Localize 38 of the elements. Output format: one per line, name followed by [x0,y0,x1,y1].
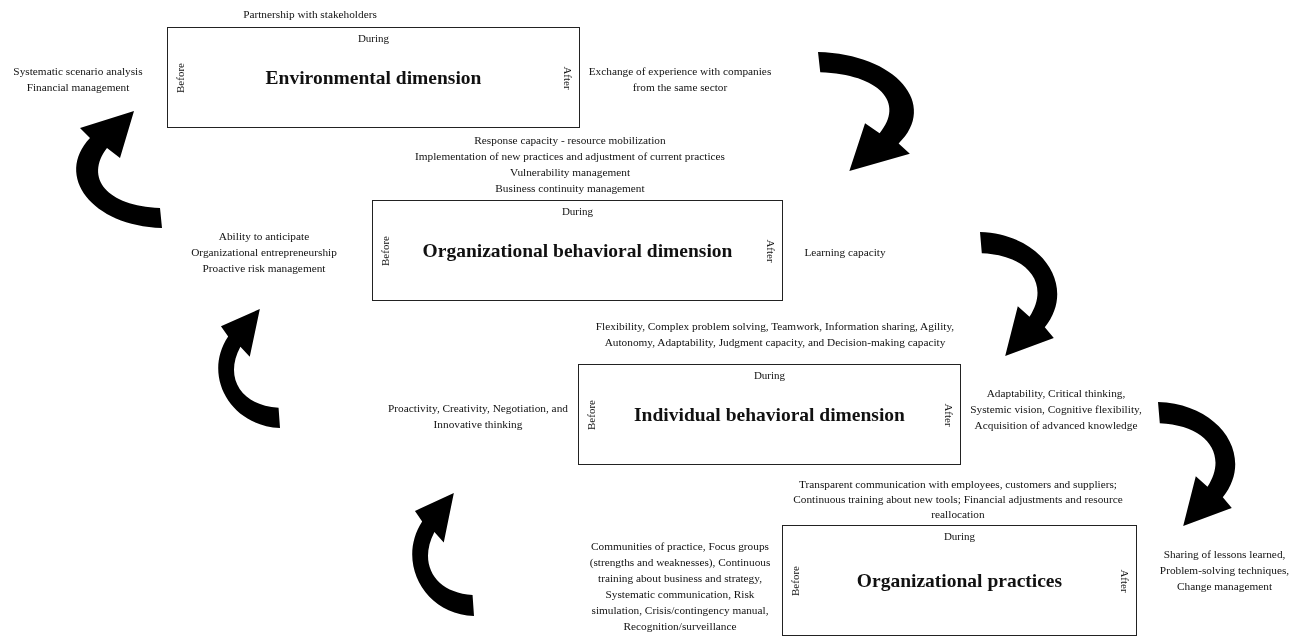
dimension-title: Organizational practices [856,569,1063,592]
capability-text: Ability to anticipate [217,229,311,244]
phase-label: During [943,530,976,542]
phase-label: During [753,369,786,381]
phase-label: During [561,205,594,217]
phase-label: Before [788,565,801,596]
dimension-box [372,200,783,301]
capability-text: Transparent communication with employees, customers and suppliers; Continuous training about new tools; Financial adjustments and resource reallocation [792,477,1124,522]
dimension-title: Individual behavioral dimension [634,403,905,426]
phase-label: After [942,402,955,427]
dimension-title: Environmental dimension [265,66,482,89]
capability-text: Sharing of lessons learned, Problem-solving techniques, Change management [1158,547,1291,594]
capability-text: Implementation of new practices and adjustment of current practices [414,149,726,164]
phase-label: After [1118,568,1131,593]
phase-label: During [357,32,390,44]
phase-label: After [764,238,777,263]
capability-text: Proactivity, Creativity, Negotiation, and Innovative thinking [387,401,569,432]
dimension-box [782,525,1137,636]
capability-text: Partnership with stakeholders [242,7,378,22]
capability-text: Adaptability, Critical thinking, Systemic vision, Cognitive flexibility, Acquisition of advanced knowledge [969,386,1143,433]
phase-label: Before [584,399,597,430]
phase-label: After [561,65,574,90]
dimension-box [578,364,961,465]
capability-text: Business continuity management [494,181,646,196]
capability-text: Organizational entrepreneurship [190,245,338,260]
capability-text: Proactive risk management [201,261,327,276]
dimension-title: Organizational behavioral dimension [422,239,733,262]
phase-label: Before [173,62,186,93]
capability-text: Vulnerability management [508,165,632,180]
capability-text: Response capacity - resource mobilization [473,133,667,148]
capability-text: Learning capacity [803,245,887,260]
capability-text: Systematic scenario analysis [12,64,144,79]
capability-text: Communities of practice, Focus groups (strengths and weaknesses), Continuous training about business and strategy, Systematic communication, Risk simulation, Crisis/contingency manual, Recognition/surveillance [588,539,772,634]
capability-text: Financial management [25,80,131,95]
dimension-box [167,27,580,128]
capability-text: Flexibility, Complex problem solving, Teamwork, Information sharing, Agility, Autonomy, Adaptability, Judgment capacity, and Decision-making capacity [594,319,956,350]
capability-text: Exchange of experience with companies from the same sector [587,64,773,95]
phase-label: Before [378,235,391,266]
